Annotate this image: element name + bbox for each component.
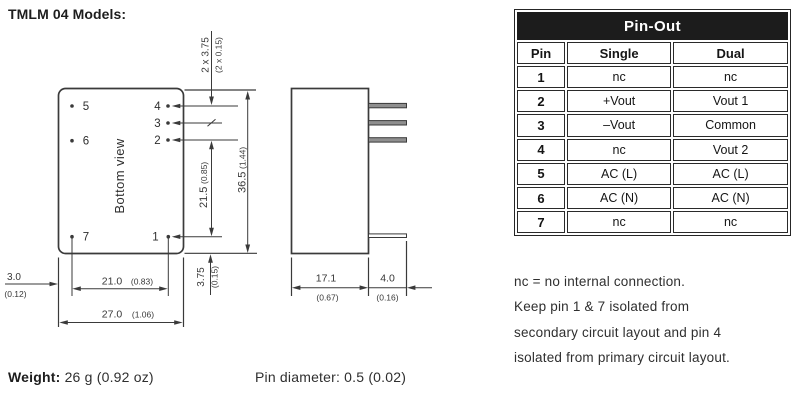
table-row: 3 –Vout Common <box>517 114 788 137</box>
pin-1-dot <box>166 234 171 239</box>
pin-diameter-value: Pin diameter: 0.5 (0.02) <box>255 369 407 385</box>
column-header-dual: Dual <box>673 42 788 64</box>
weight-value: 26 g <box>64 369 93 385</box>
pin-5-label: 5 <box>83 101 89 113</box>
cell-dual: AC (N) <box>673 186 788 210</box>
cell-single: nc <box>567 211 672 234</box>
dim-3-75-in: (0.15) <box>210 266 220 288</box>
dim-17-1-in: (0.67) <box>316 293 338 303</box>
note-line: Keep pin 1 & 7 isolated from <box>514 299 690 315</box>
cell-single: AC (L) <box>567 162 672 185</box>
cell-pin: 3 <box>517 114 566 137</box>
pin-3-dot <box>166 121 170 125</box>
dim-pin-pitch-mm: 2 x 3.75 <box>201 37 212 73</box>
table-row: 6 AC (N) AC (N) <box>517 186 788 210</box>
table-row: 2 +Vout Vout 1 <box>517 90 788 113</box>
pin-6-label: 6 <box>83 136 89 148</box>
side-view-outline <box>290 87 370 255</box>
cell-pin: 4 <box>517 138 566 161</box>
mechanical-drawing: Bottom view 5 6 7 4 3 2 1 <box>4 31 432 327</box>
dim-4-0-mm: 4.0 <box>380 273 395 285</box>
cell-dual: Common <box>673 114 788 137</box>
cell-pin: 1 <box>517 66 566 89</box>
dim-3-75-mm: 3.75 <box>196 267 207 287</box>
bottom-view-outline <box>57 87 185 255</box>
table-row: 5 AC (L) AC (L) <box>517 162 788 185</box>
dim-21-5-mm: 21.5 <box>198 187 210 208</box>
weight-spec: Weight: 26 g (0.92 oz) <box>8 369 154 385</box>
cell-pin: 6 <box>517 186 566 210</box>
pin-lead-middle <box>368 120 407 126</box>
pinout-notes: nc = no internal connection. Keep pin 1 … <box>514 269 730 370</box>
pin-2-dot <box>166 138 170 142</box>
pin-lead-bottom <box>368 233 407 238</box>
note-line: isolated from primary circuit layout. <box>514 349 730 365</box>
dim-17-1-mm: 17.1 <box>316 273 337 285</box>
pin-diameter-spec: Pin diameter: 0.5 (0.02) <box>255 369 406 385</box>
bottom-view-drawing: Bottom view 5 6 7 4 3 2 1 <box>57 87 257 327</box>
pin-3-label: 3 <box>154 118 160 130</box>
dim-21-0-mm: 21.0 <box>102 276 123 288</box>
cell-dual: Vout 1 <box>673 90 788 113</box>
column-header-single: Single <box>567 42 672 64</box>
dim-21-5-in: (0.85) <box>199 162 209 184</box>
cell-pin: 7 <box>517 211 566 234</box>
note-line: nc = no internal connection. <box>514 274 686 289</box>
weight-imperial: (0.92 oz) <box>96 369 154 385</box>
pin-6-dot <box>70 138 74 143</box>
cell-pin: 5 <box>517 162 566 185</box>
dimension-annotations: 2 x 3.75 (2 x 0.15) 21.5 (0.85) 36.5 (1.… <box>4 31 251 325</box>
cell-single: –Vout <box>567 114 672 137</box>
cell-pin: 2 <box>517 90 566 113</box>
cell-single: AC (N) <box>567 186 672 210</box>
table-row: 4 nc Vout 2 <box>517 138 788 161</box>
cell-single: nc <box>567 66 672 89</box>
pin-4-label: 4 <box>154 101 161 113</box>
weight-label: Weight: <box>8 369 61 385</box>
dim-36-5-mm: 36.5 <box>237 172 249 193</box>
pin-4-dot <box>166 104 170 108</box>
page-title: TMLM 04 Models: <box>8 6 127 22</box>
cell-single: +Vout <box>567 90 672 113</box>
note-line: secondary circuit layout and pin 4 <box>514 324 722 340</box>
table-row: 1 nc nc <box>517 66 788 89</box>
column-header-pin: Pin <box>517 42 566 64</box>
pinout-table-title: Pin-Out <box>517 12 788 40</box>
pin-leader-lines <box>71 103 238 296</box>
pin-lead-lower <box>368 137 407 143</box>
pinout-table: Pin-Out Pin Single Dual 1 nc nc 2 +Vout … <box>514 9 791 237</box>
pin-7-label: 7 <box>83 232 89 244</box>
dim-27-0-in: (1.06) <box>132 310 154 320</box>
extension-lines <box>57 89 257 327</box>
pinout-header-row: Pin Single Dual <box>517 42 788 64</box>
table-row: 7 nc nc <box>517 211 788 234</box>
pin-1-label: 1 <box>152 232 158 244</box>
dim-3-0-mm: 3.0 <box>7 272 21 283</box>
cell-dual: nc <box>673 66 788 89</box>
cell-dual: AC (L) <box>673 162 788 185</box>
pin-7-dot <box>70 234 74 239</box>
pin-5-dot <box>70 104 74 108</box>
dim-27-0-mm: 27.0 <box>102 309 123 321</box>
pin-2-label: 2 <box>154 135 160 147</box>
dim-4-0-in: (0.16) <box>376 293 398 303</box>
dim-36-5-in: (1.44) <box>238 147 248 169</box>
side-view-drawing: 17.1 (0.67) 4.0 (0.16) <box>290 87 432 303</box>
pin-lead-top <box>368 102 407 109</box>
dim-21-0-in: (0.83) <box>131 277 153 287</box>
cell-dual: Vout 2 <box>673 138 788 161</box>
cell-dual: nc <box>673 211 788 234</box>
dim-pin-pitch-in: (2 x 0.15) <box>214 37 224 73</box>
cell-single: nc <box>567 138 672 161</box>
bottom-view-label: Bottom view <box>112 138 127 213</box>
dim-3-0-in: (0.12) <box>4 289 26 299</box>
side-view-extension-lines <box>290 241 408 296</box>
